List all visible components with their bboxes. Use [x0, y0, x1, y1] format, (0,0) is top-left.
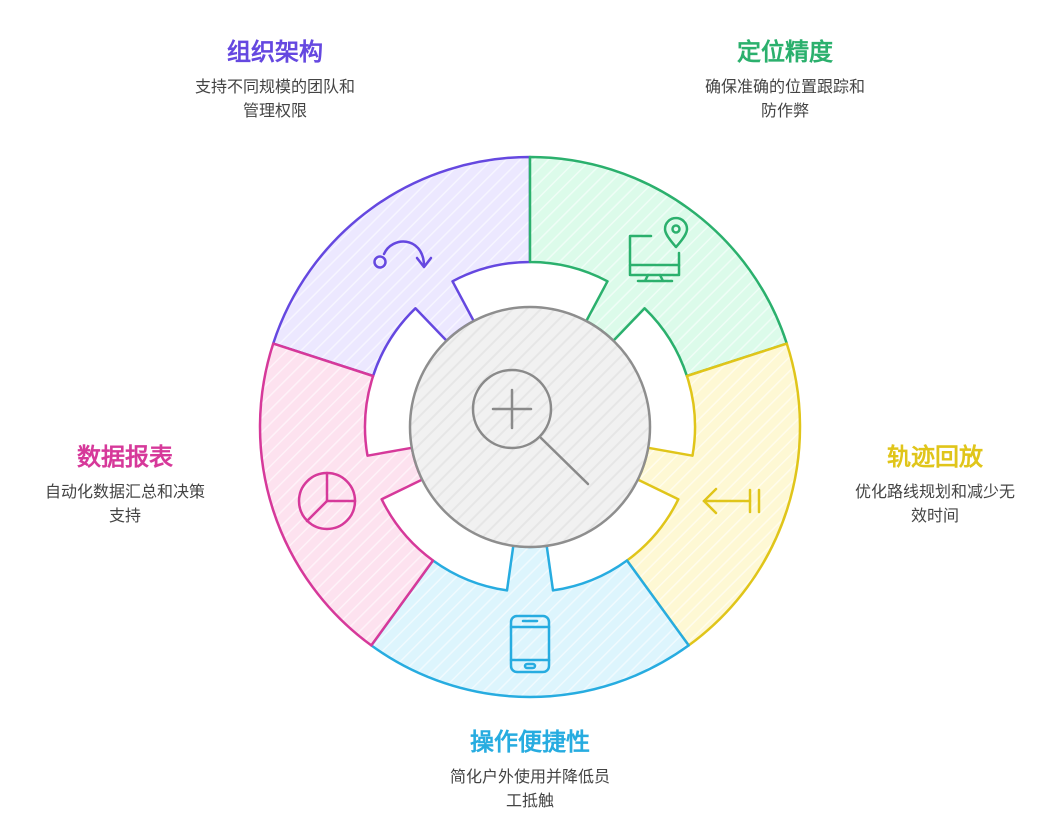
- desc-line: 支持: [108, 506, 141, 525]
- segment-title: 组织架构: [227, 38, 323, 66]
- desc-line: 简化户外使用并降低员: [449, 767, 610, 786]
- desc-line: 防作弊: [760, 101, 809, 120]
- monitor-location-icon: [628, 216, 689, 283]
- desc-line: 工抵触: [505, 791, 554, 810]
- segment-title: 定位精度: [737, 38, 833, 66]
- desc-line: 确保准确的位置跟踪和: [704, 77, 865, 96]
- zoom-in-icon: [471, 368, 590, 486]
- label-usability: 操作便捷性 简化户外使用并降低员工抵触: [400, 727, 660, 813]
- smartphone-icon: [509, 614, 551, 674]
- desc-line: 自动化数据汇总和决策: [44, 482, 205, 501]
- redo-arrow-icon: [373, 240, 433, 269]
- center-circle: [408, 305, 652, 549]
- pie-chart-icon: [297, 471, 357, 531]
- desc-line: 支持不同规模的团队和: [194, 77, 355, 96]
- label-org: 组织架构 支持不同规模的团队和管理权限: [145, 37, 405, 123]
- segment-reports: [258, 342, 435, 647]
- label-precision: 定位精度 确保准确的位置跟踪和防作弊: [655, 37, 915, 123]
- label-track: 轨迹回放 优化路线规划和减少无效时间: [805, 442, 1057, 528]
- desc-line: 效时间: [910, 506, 959, 525]
- segment-title: 数据报表: [77, 443, 173, 471]
- segment-description: 自动化数据汇总和决策支持: [0, 480, 255, 528]
- segment-description: 确保准确的位置跟踪和防作弊: [655, 75, 915, 123]
- arrow-left-pause-icon: [702, 487, 761, 515]
- segment-description: 简化户外使用并降低员工抵触: [400, 765, 660, 813]
- segment-description: 支持不同规模的团队和管理权限: [145, 75, 405, 123]
- desc-line: 管理权限: [242, 101, 307, 120]
- label-reports: 数据报表 自动化数据汇总和决策支持: [0, 442, 255, 528]
- center-hub: [408, 305, 652, 549]
- segment-title: 操作便捷性: [470, 728, 590, 756]
- segment-description: 优化路线规划和减少无效时间: [805, 480, 1057, 528]
- segment-title: 轨迹回放: [887, 443, 983, 471]
- desc-line: 优化路线规划和减少无: [854, 482, 1015, 501]
